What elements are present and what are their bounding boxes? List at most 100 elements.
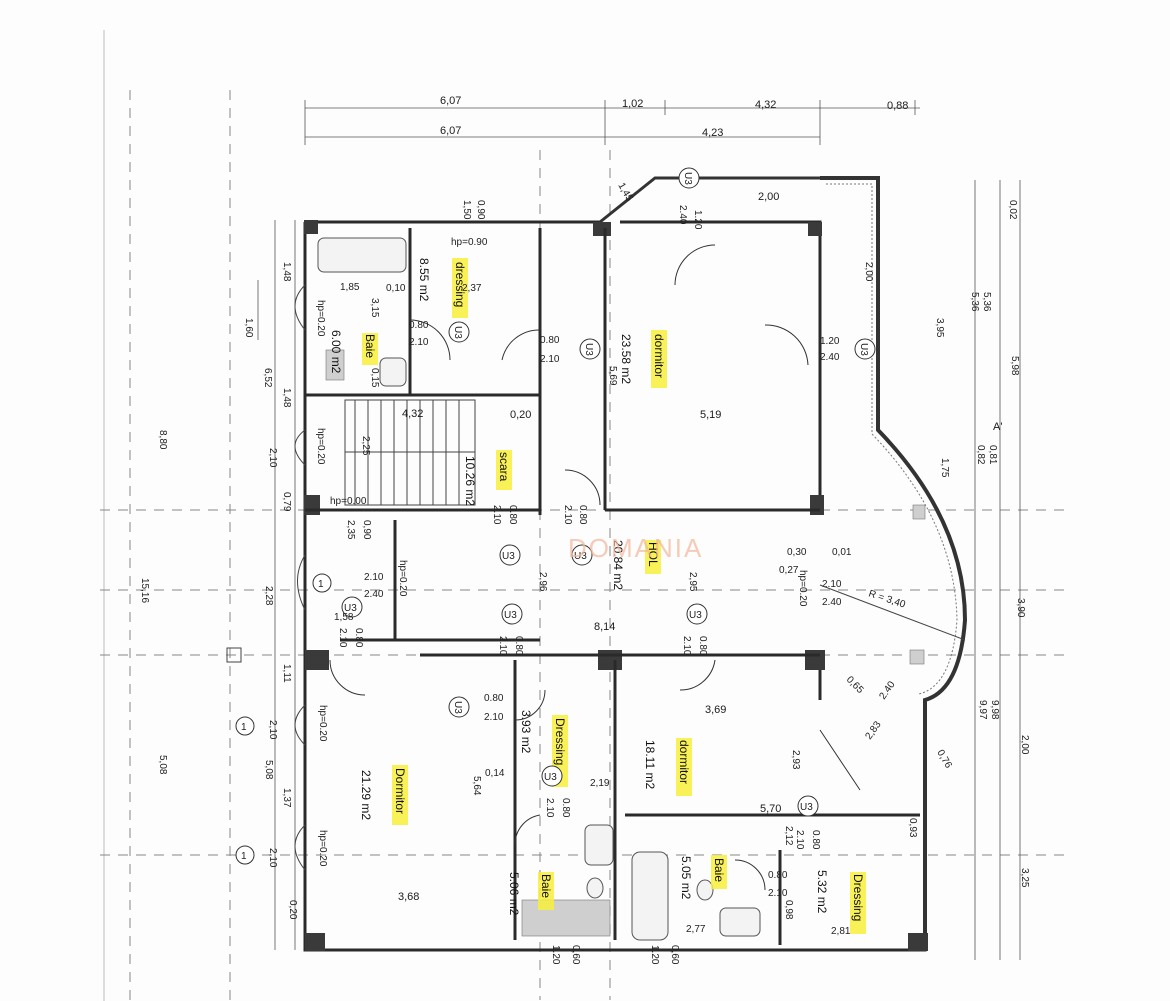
label-w158: 1,58 bbox=[334, 612, 354, 623]
label-w569: 5,69 bbox=[607, 366, 618, 386]
dim-left-13: 5,08 bbox=[263, 760, 274, 780]
door-tag-10: U3 bbox=[452, 701, 463, 714]
label-w814: 8,14 bbox=[594, 621, 615, 633]
left-windows bbox=[294, 284, 306, 871]
room-area-dormitor-right: 18.11 m2 bbox=[643, 740, 657, 789]
door-tag-8: U3 bbox=[504, 610, 517, 621]
label-hp020-f: hp=0.20 bbox=[317, 830, 328, 867]
label-w010: 0,10 bbox=[386, 283, 406, 294]
room-labels: dressing 8.55 m2 Baie 6.00 m2 dormitor 2… bbox=[329, 258, 865, 921]
door-swings bbox=[329, 244, 861, 891]
label-w219: 2,19 bbox=[590, 778, 610, 789]
label-hp020-b: hp=0.20 bbox=[315, 428, 326, 465]
label-w185: 1,85 bbox=[340, 282, 360, 293]
watermark-logo: DOMANIA bbox=[568, 533, 703, 563]
dim-right-4: 3,95 bbox=[934, 318, 945, 338]
axis-a-label: A' bbox=[993, 421, 1002, 433]
dim-left-12: 2,10 bbox=[267, 720, 278, 740]
dim-right-1: 0,02 bbox=[1007, 200, 1018, 220]
door-tag-12: U3 bbox=[800, 802, 813, 813]
label-w293: 2,93 bbox=[790, 750, 801, 770]
room-highlights bbox=[362, 258, 866, 934]
sink-right bbox=[719, 907, 761, 937]
label-d240-d: 2.40 bbox=[822, 597, 842, 608]
label-w060-b: 0,60 bbox=[669, 945, 680, 965]
door-tag-9: U3 bbox=[689, 610, 702, 621]
dim-right-13: 3,25 bbox=[1019, 868, 1030, 888]
dim-top-5: 6,07 bbox=[440, 125, 461, 137]
label-w237: 2,37 bbox=[462, 283, 482, 294]
label-w093: 0,93 bbox=[907, 818, 918, 838]
dim-left-5: 8,80 bbox=[157, 430, 168, 450]
label-d240-b: 2.40 bbox=[677, 205, 688, 225]
dim-left-15: 2,10 bbox=[267, 848, 278, 868]
dim-top-6: 4,23 bbox=[702, 127, 723, 139]
small-markers bbox=[226, 504, 926, 665]
label-d210-g: 2.10 bbox=[497, 636, 508, 656]
label-w235: 2,35 bbox=[345, 520, 356, 540]
bathtub-right bbox=[631, 851, 669, 941]
dim-top-3: 4,32 bbox=[755, 99, 776, 111]
label-d080-i: 0.80 bbox=[560, 798, 571, 818]
label-d210-a: 2.10 bbox=[409, 337, 429, 348]
room-area-baie-right: 5.05 m2 bbox=[679, 856, 693, 900]
label-w295: 2,95 bbox=[687, 572, 698, 592]
dim-top-2: 1,02 bbox=[622, 98, 643, 110]
label-w368: 3,68 bbox=[398, 891, 419, 903]
bathtub-mid bbox=[521, 899, 611, 937]
hatch-block bbox=[325, 349, 345, 381]
room-name-scara: scara bbox=[497, 452, 511, 482]
dim-right-12: 2,00 bbox=[1019, 735, 1030, 755]
label-w090-b: 0,90 bbox=[361, 520, 372, 540]
label-d210-l: 2.10 bbox=[794, 830, 805, 850]
right-dimensions: 0,02 5,36 5,36 3,95 5,98 0,81 0,82 1,75 … bbox=[934, 180, 1030, 960]
dim-left-1: 1,48 bbox=[281, 262, 292, 282]
door-tag-7: U3 bbox=[344, 603, 357, 614]
room-name-baie-mid: Baie bbox=[539, 874, 553, 898]
axis-mark-1: 1 bbox=[318, 579, 324, 590]
label-w281: 2,81 bbox=[831, 926, 851, 937]
label-w015: 0,15 bbox=[369, 368, 380, 388]
label-w027: 0,27 bbox=[779, 565, 799, 576]
room-name-dormitor-top: dormitor bbox=[652, 334, 666, 378]
label-hp020-d: hp=0.20 bbox=[797, 570, 808, 607]
label-w030: 0,30 bbox=[787, 547, 807, 558]
bathtub-top bbox=[317, 237, 407, 273]
label-d080-j: 0.80 bbox=[810, 830, 821, 850]
interior-walls bbox=[305, 228, 920, 945]
label-w225: 2,25 bbox=[360, 436, 371, 456]
label-d120-d: 1.20 bbox=[649, 945, 660, 965]
room-name-dressing-right: Dressing bbox=[851, 874, 865, 921]
label-d210-b: 2.10 bbox=[540, 354, 560, 365]
room-area-hol: 20.84 m2 bbox=[611, 540, 625, 590]
dim-left-14: 1,37 bbox=[281, 788, 292, 808]
label-hp090: hp=0.90 bbox=[451, 237, 488, 248]
left-dimensions: 1,48 1,60 6,52 1,48 8,80 2,10 0,79 15,16… bbox=[139, 220, 298, 950]
dim-top-4: 0,88 bbox=[887, 100, 908, 112]
dim-right-3: 5,36 bbox=[969, 292, 980, 312]
door-tag-6: U3 bbox=[574, 551, 587, 562]
label-w090: 0,90 bbox=[475, 200, 486, 220]
toilet-mid bbox=[586, 877, 604, 899]
label-w150: 1,50 bbox=[461, 200, 472, 220]
label-w014: 0,14 bbox=[485, 768, 505, 779]
label-d210-d: 2.10 bbox=[562, 505, 573, 525]
dim-left-4: 1,48 bbox=[281, 388, 292, 408]
dim-left-7: 0,79 bbox=[281, 492, 292, 512]
room-area-baie-mid: 5.06 m2 bbox=[507, 872, 521, 916]
door-tag-1: U3 bbox=[452, 326, 463, 339]
dim-right-10: 9,98 bbox=[989, 700, 1000, 720]
door-tag-5: U3 bbox=[502, 551, 515, 562]
dim-right-8: 1,75 bbox=[939, 458, 950, 478]
label-w315: 3,15 bbox=[369, 298, 380, 318]
label-w001: 0,01 bbox=[832, 547, 852, 558]
label-d120-c: 1.20 bbox=[550, 945, 561, 965]
room-area-dressing-top: 8.55 m2 bbox=[417, 258, 431, 302]
label-d080-k: 0.80 bbox=[768, 870, 788, 881]
room-area-dormitor-top: 23.58 m2 bbox=[619, 334, 633, 384]
dim-left-11: 5,08 bbox=[157, 755, 168, 775]
dim-right-5: 5,98 bbox=[1009, 356, 1020, 376]
label-w432: 4,32 bbox=[402, 408, 423, 420]
top-dimensions: 6,07 1,02 4,32 0,88 6,07 4,23 bbox=[304, 95, 920, 145]
room-area-dressing-right: 5.32 m2 bbox=[815, 870, 829, 914]
